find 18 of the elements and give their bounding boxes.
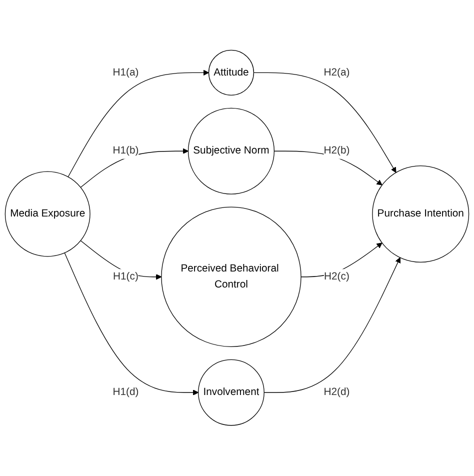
edge-label: H2(c): [324, 271, 350, 282]
arrow: [264, 258, 401, 394]
node-circle: Perceived Behavioral Control: [161, 206, 302, 348]
arrow: [64, 252, 199, 396]
node-circle: Subjective Norm: [188, 108, 275, 195]
edge-label: H1(d): [112, 386, 139, 398]
arrow: [253, 72, 396, 174]
node-circle: Media Exposure: [4, 171, 90, 257]
node-circle: Attitude: [208, 50, 254, 96]
edge-label: H2(b): [324, 145, 350, 157]
edge-label: H2(a): [324, 67, 350, 78]
edge-label: H2(d): [324, 386, 350, 398]
edge-label: H1(c): [113, 271, 138, 282]
node-circle: Involvement: [198, 360, 264, 426]
arrow: [68, 70, 209, 178]
node-circle: Purchase Intention: [372, 166, 470, 263]
edge-label: H1(b): [112, 145, 139, 157]
edge-label: H1(a): [112, 67, 139, 78]
